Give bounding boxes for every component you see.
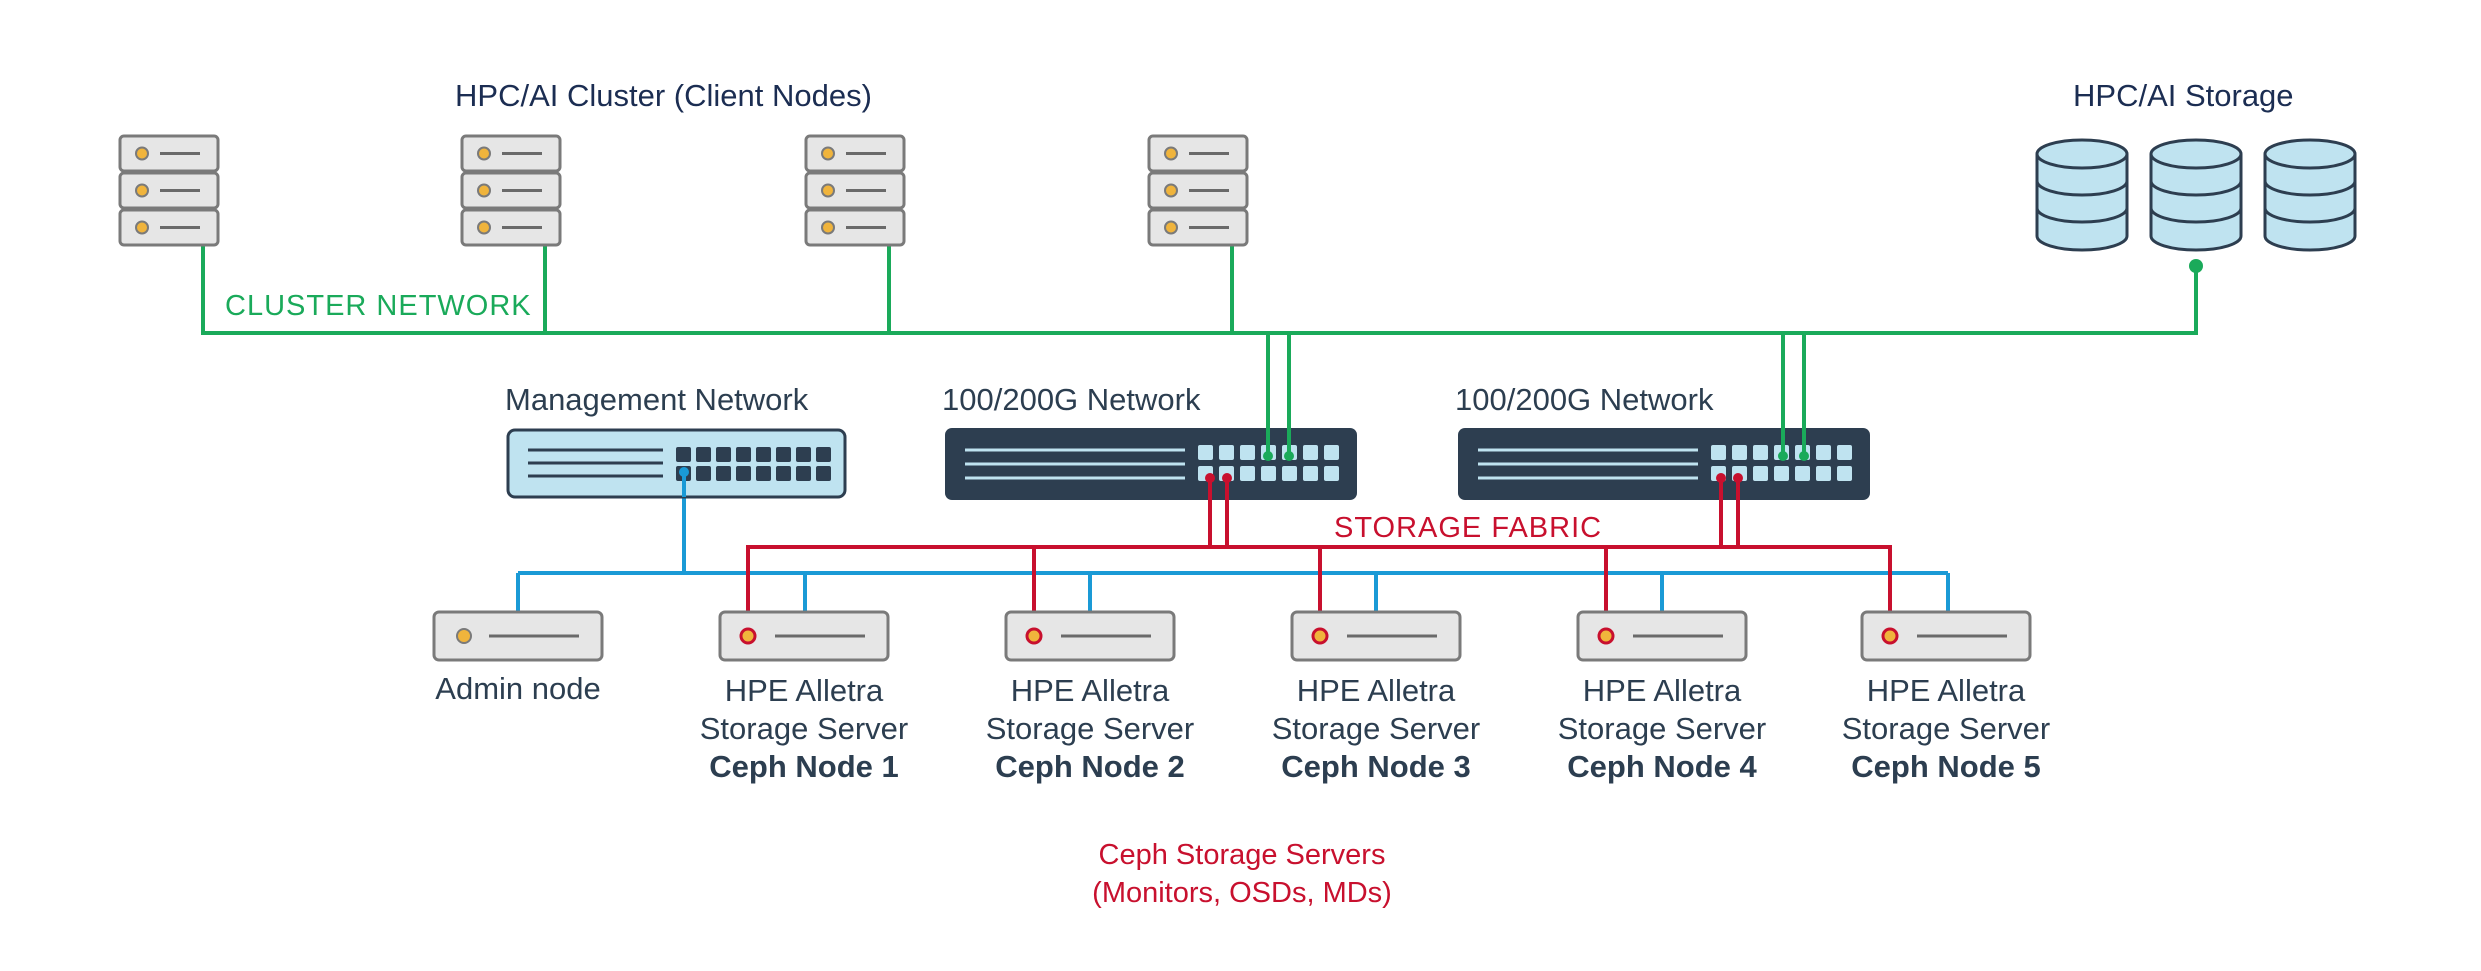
fabric-switch-b-label: 100/200G Network <box>1455 382 1714 417</box>
mgmt-link-dot <box>679 467 689 477</box>
switch-port <box>1837 445 1852 460</box>
ceph-node-name: Ceph Node 1 <box>709 749 899 784</box>
switch-port <box>1753 466 1768 481</box>
switch-port <box>1753 445 1768 460</box>
switch-port <box>1795 466 1810 481</box>
switch-port <box>776 447 791 462</box>
switch-port <box>796 447 811 462</box>
switch-port <box>1240 445 1255 460</box>
ceph-node-2-server <box>1004 610 1176 662</box>
ceph-node-3-server <box>1290 610 1462 662</box>
ceph-node-2-label: HPE Alletra Storage Server Ceph Node 2 <box>986 672 1195 786</box>
cluster-network-label: CLUSTER NETWORK <box>225 290 532 322</box>
ceph-node-line2: Storage Server <box>985 711 1195 746</box>
admin-node-label: Admin node <box>435 671 601 706</box>
ceph-node-line1: HPE Alletra <box>1296 673 1456 708</box>
switch-port <box>756 447 771 462</box>
switch-port <box>1774 466 1789 481</box>
client-node-3 <box>804 134 906 247</box>
ceph-node-line1: HPE Alletra <box>1010 673 1170 708</box>
switch-port <box>696 447 711 462</box>
switch-port <box>1261 466 1276 481</box>
ceph-node-line2: Storage Server <box>1557 711 1767 746</box>
ceph-node-name: Ceph Node 2 <box>995 749 1185 784</box>
storage-fabric-label: STORAGE FABRIC <box>1334 512 1603 544</box>
ceph-footer-line2: (Monitors, OSDs, MDs) <box>1092 877 1392 909</box>
switch-port <box>1732 445 1747 460</box>
switch-port <box>1240 466 1255 481</box>
switch-port <box>1198 445 1213 460</box>
ceph-footer-note: Ceph Storage Servers (Monitors, OSDs, MD… <box>1092 836 1392 912</box>
switch-port <box>796 466 811 481</box>
switch-port <box>816 466 831 481</box>
cluster-network-lines <box>201 234 2198 456</box>
ceph-node-5-server <box>1860 610 2032 662</box>
ceph-node-line1: HPE Alletra <box>724 673 884 708</box>
switch-port <box>736 447 751 462</box>
switch-port <box>776 466 791 481</box>
management-network-lines <box>516 472 1950 612</box>
switch-port <box>1324 445 1339 460</box>
ceph-node-line2: Storage Server <box>1841 711 2051 746</box>
client-node-1 <box>118 134 220 247</box>
switch-port <box>736 466 751 481</box>
switch-green-dots <box>1263 451 1809 461</box>
switch-port <box>1303 466 1318 481</box>
switch-port <box>816 447 831 462</box>
switch-port <box>696 466 711 481</box>
switch-port <box>716 447 731 462</box>
switch-port <box>1324 466 1339 481</box>
storage-disk-1 <box>2035 138 2129 252</box>
ceph-node-1-label: HPE Alletra Storage Server Ceph Node 1 <box>700 672 909 786</box>
switch-port <box>1816 445 1831 460</box>
ceph-node-line1: HPE Alletra <box>1866 673 2026 708</box>
switch-port <box>1282 466 1297 481</box>
switch-port <box>1711 445 1726 460</box>
ceph-node-1-server <box>718 610 890 662</box>
cluster-title: HPC/AI Cluster (Client Nodes) <box>455 78 872 113</box>
fabric-switch-b <box>1458 428 1870 500</box>
ceph-node-line2: Storage Server <box>699 711 909 746</box>
ceph-node-name: Ceph Node 5 <box>1851 749 2041 784</box>
ceph-node-4-label: HPE Alletra Storage Server Ceph Node 4 <box>1558 672 1767 786</box>
ceph-node-5-label: HPE Alletra Storage Server Ceph Node 5 <box>1842 672 2051 786</box>
switch-port <box>1837 466 1852 481</box>
client-node-2 <box>460 134 562 247</box>
switch-port <box>1303 445 1318 460</box>
switch-port <box>1816 466 1831 481</box>
fabric-switch-a <box>945 428 1357 500</box>
switch-port <box>716 466 731 481</box>
switch-port <box>756 466 771 481</box>
ceph-node-line1: HPE Alletra <box>1582 673 1742 708</box>
admin-node-server <box>432 610 604 662</box>
management-network-label: Management Network <box>505 382 809 417</box>
ceph-node-4-server <box>1576 610 1748 662</box>
ceph-node-line2: Storage Server <box>1271 711 1481 746</box>
ceph-footer-line1: Ceph Storage Servers <box>1098 839 1386 871</box>
ceph-node-3-label: HPE Alletra Storage Server Ceph Node 3 <box>1272 672 1481 786</box>
ceph-node-name: Ceph Node 3 <box>1281 749 1471 784</box>
storage-disk-3 <box>2263 138 2357 252</box>
management-switch <box>506 428 847 499</box>
switch-red-dots <box>1205 473 1743 483</box>
switch-port-links <box>682 333 1806 500</box>
ceph-node-name: Ceph Node 4 <box>1567 749 1757 784</box>
switch-port <box>1219 445 1234 460</box>
storage-title: HPC/AI Storage <box>2073 78 2294 113</box>
switch-port <box>676 447 691 462</box>
storage-disk-2 <box>2149 138 2243 252</box>
client-node-4 <box>1147 134 1249 247</box>
fabric-switch-a-label: 100/200G Network <box>942 382 1201 417</box>
